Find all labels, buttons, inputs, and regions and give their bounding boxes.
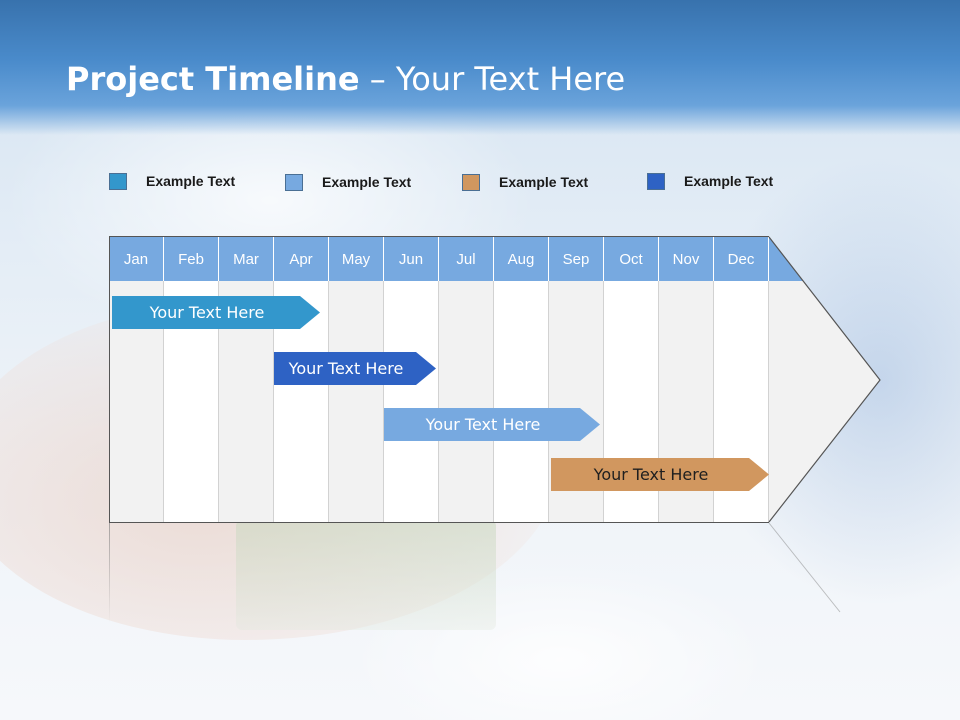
month-header-may: May: [329, 237, 384, 281]
legend-swatch: [285, 173, 303, 191]
month-header-apr: Apr: [274, 237, 329, 281]
arrow-reflection: [768, 522, 841, 613]
house-image: [236, 520, 496, 630]
title-rest: – Your Text Here: [359, 60, 626, 98]
month-header-aug: Aug: [494, 237, 549, 281]
frame-top: [109, 236, 769, 237]
month-header-feb: Feb: [164, 237, 219, 281]
frame-left: [109, 236, 110, 523]
arrow-head-fill: [769, 237, 880, 522]
legend-label: Example Text: [322, 174, 412, 190]
header-band: [0, 0, 960, 135]
legend-label: Example Text: [146, 173, 236, 189]
month-header-jul: Jul: [439, 237, 494, 281]
month-header-jan: Jan: [109, 237, 164, 281]
month-header-sep: Sep: [549, 237, 604, 281]
month-column: [329, 281, 384, 522]
month-header-nov: Nov: [659, 237, 714, 281]
month-header-dec: Dec: [714, 237, 769, 281]
legend-swatch: [462, 173, 480, 191]
slide-title: Project Timeline – Your Text Here: [66, 60, 625, 98]
task-bar-4[interactable]: Your Text Here: [551, 458, 769, 491]
task-bar-3[interactable]: Your Text Here: [384, 408, 600, 441]
legend-item: Example Text: [109, 171, 235, 191]
month-header-jun: Jun: [384, 237, 439, 281]
task-bar-1[interactable]: Your Text Here: [112, 296, 320, 329]
legend-swatch: [647, 172, 665, 190]
task-bar-2[interactable]: Your Text Here: [274, 352, 436, 385]
frame-reflection: [109, 523, 110, 623]
title-bold: Project Timeline: [66, 60, 360, 98]
month-column: [494, 281, 549, 522]
arrow-head-outline: [768, 236, 881, 523]
month-column: [439, 281, 494, 522]
legend-item: Example Text: [647, 171, 773, 191]
month-header-mar: Mar: [219, 237, 274, 281]
month-column: [384, 281, 439, 522]
legend-item: Example Text: [285, 172, 411, 192]
month-header-oct: Oct: [604, 237, 659, 281]
frame-bottom: [109, 522, 769, 523]
legend-label: Example Text: [499, 174, 589, 190]
legend-item: Example Text: [462, 172, 588, 192]
legend-label: Example Text: [684, 173, 774, 189]
legend-swatch: [109, 172, 127, 190]
